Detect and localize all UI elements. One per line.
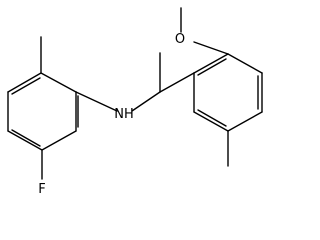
- atom-labels: O NH F: [38, 32, 185, 197]
- bond: [41, 130, 77, 151]
- bond: [11, 129, 41, 147]
- fluorine-label: F: [38, 182, 45, 197]
- bond: [193, 41, 229, 55]
- bond: [197, 109, 227, 127]
- bond: [7, 130, 43, 151]
- bond: [193, 111, 229, 132]
- oxygen-label: O: [175, 32, 185, 47]
- bond: [7, 72, 42, 93]
- amine-label: NH: [114, 107, 134, 122]
- bond: [227, 111, 263, 132]
- molecule-structure: O NH F: [7, 7, 263, 197]
- bond: [40, 72, 77, 93]
- structure-canvas: O NH F: [7, 7, 263, 197]
- bond: [75, 91, 118, 112]
- bond: [197, 58, 227, 76]
- bond: [131, 91, 161, 112]
- bond: [227, 53, 263, 74]
- bond: [193, 53, 229, 74]
- bond-group: [7, 7, 263, 180]
- bond: [159, 72, 195, 93]
- bond: [11, 77, 41, 95]
